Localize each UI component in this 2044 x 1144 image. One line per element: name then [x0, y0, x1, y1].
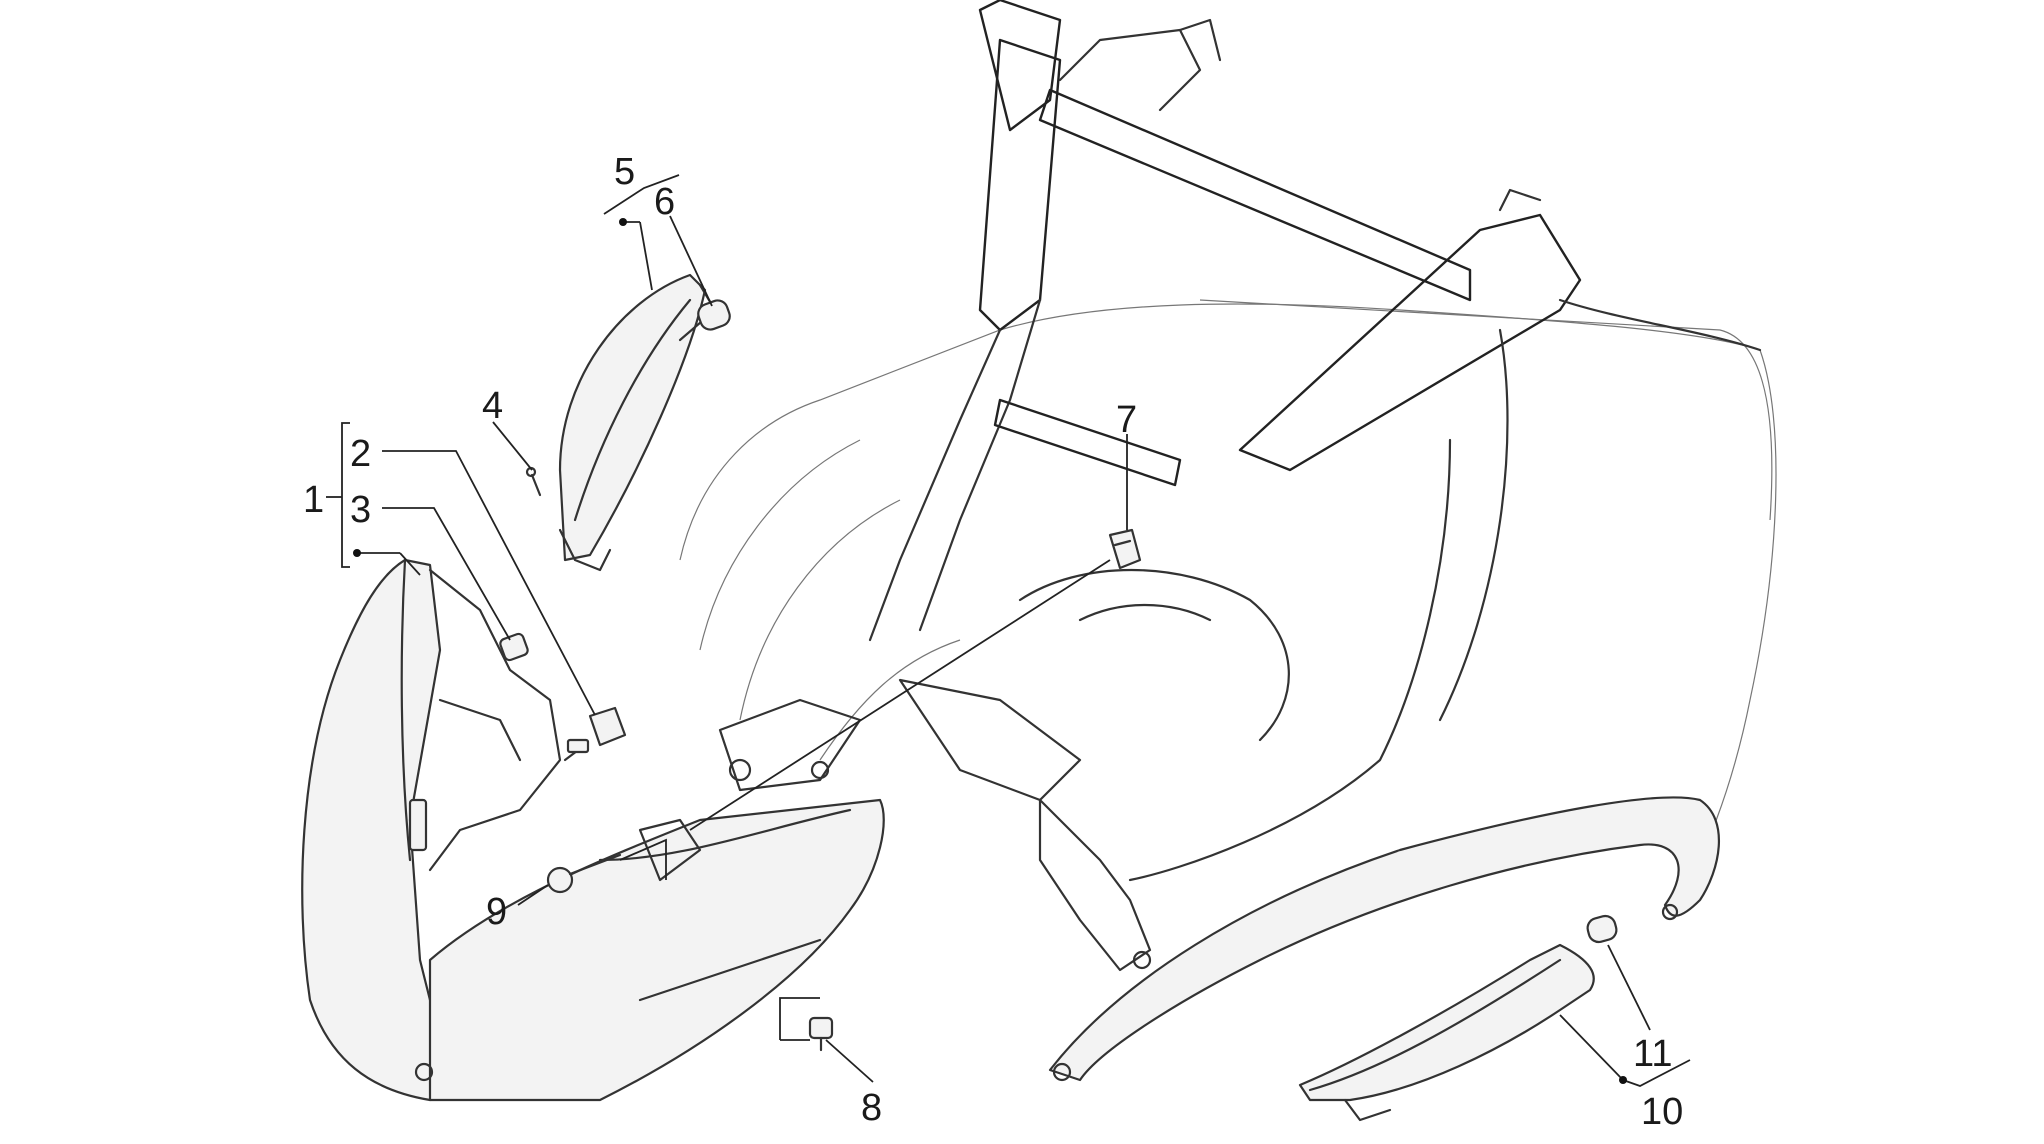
callout-6: 6 [654, 181, 675, 223]
callout-labels: 1 2 3 4 5 6 7 8 9 10 11 [303, 151, 1683, 1133]
callout-1: 1 [303, 479, 324, 521]
part-screw-8 [808, 1016, 834, 1052]
part-upper-light-5 [558, 273, 717, 572]
part-clip-7 [1108, 528, 1142, 570]
leg-shield-frame [679, 0, 1777, 1082]
part-screw-4 [525, 466, 542, 497]
part-headlamp-1 [301, 558, 885, 1102]
callout-7: 7 [1116, 399, 1137, 441]
leader-lines [326, 174, 1691, 1087]
part-screw-9 [546, 853, 622, 894]
callout-11: 11 [1633, 1033, 1672, 1075]
callout-8: 8 [861, 1087, 882, 1129]
part-bulb-11 [1586, 914, 1618, 944]
callout-3: 3 [350, 489, 371, 531]
callout-9: 9 [486, 891, 507, 933]
bullet-dots [353, 218, 1627, 1084]
callout-5: 5 [614, 151, 635, 193]
callout-4: 4 [482, 385, 503, 427]
part-bulb-2 [563, 706, 627, 762]
part-bulb-3 [499, 632, 529, 662]
part-lower-light-10 [1298, 943, 1595, 1122]
callout-2: 2 [350, 433, 371, 475]
callout-10: 10 [1641, 1091, 1683, 1133]
